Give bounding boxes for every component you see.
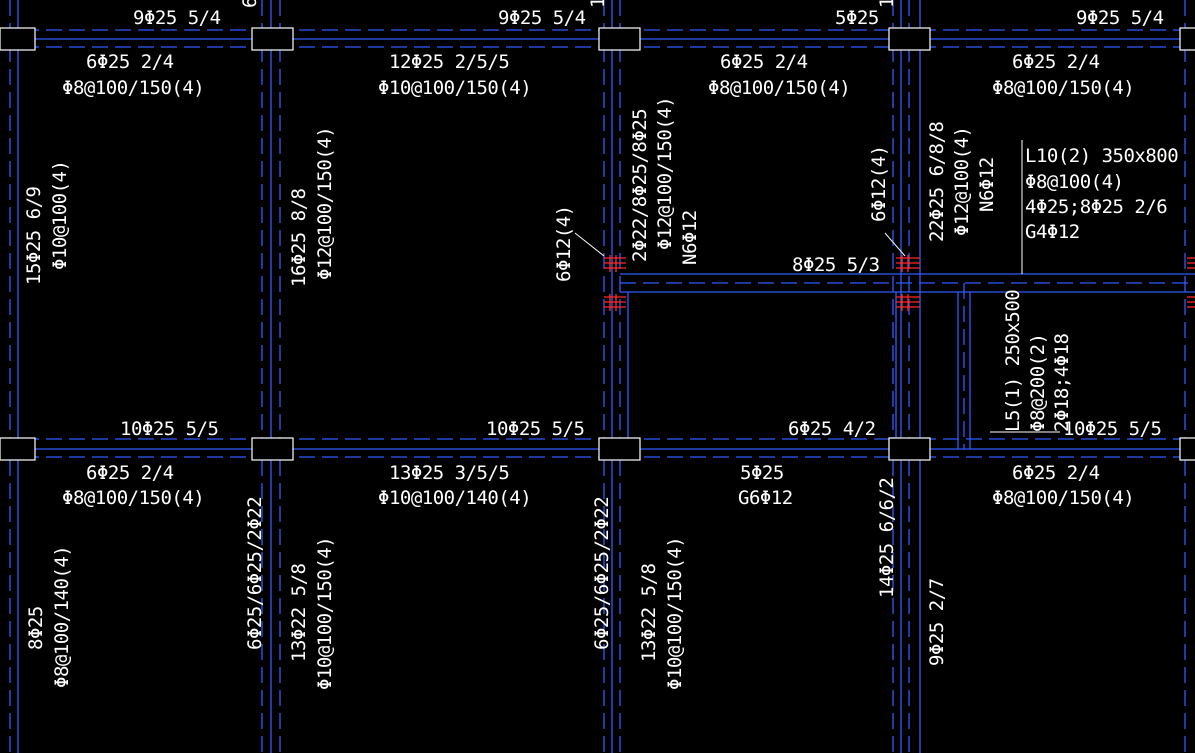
beam-label: G6Φ12 [738, 487, 793, 509]
beam-label: Φ8@100/150(4) [992, 77, 1134, 99]
column [1179, 437, 1195, 461]
column [598, 27, 641, 51]
beam-label: 6Φ25 2/4 [1012, 51, 1100, 73]
beam-label: 10Φ25 5/5 [486, 418, 584, 440]
column-label: Φ10@100(4) [49, 161, 71, 270]
column-label: 13Φ22 5/8 [288, 563, 310, 662]
stirrup-marks [604, 255, 1195, 311]
beam-label: 6Φ25 2/4 [720, 51, 808, 73]
beam-label: 10Φ25 5/5 [1063, 418, 1161, 440]
horizontal-annotations: 9Φ25 5/4 9Φ25 5/4 5Φ25 9Φ25 5/4 6 1 1 6Φ… [62, 0, 1179, 509]
beam-label: 10Φ25 5/5 [120, 418, 218, 440]
leader-lines [574, 140, 1060, 433]
clipped-fragment: 1 [587, 0, 609, 8]
column-label: 13Φ22 5/8 [638, 563, 660, 662]
beam-label: Φ8@100/150(4) [992, 487, 1134, 509]
beam-label: 13Φ25 3/5/5 [389, 462, 509, 484]
top-label-1: 9Φ25 5/4 [133, 7, 221, 29]
column-label: 6Φ25/6Φ25/2Φ22 [244, 497, 266, 650]
beam-label: Φ10@100/150(4) [378, 77, 531, 99]
beam-label: 5Φ25 [740, 462, 784, 484]
column-label: Φ10@100/150(4) [314, 537, 336, 690]
column-label: Φ10@100/150(4) [664, 537, 686, 690]
column-label: Φ12@100/150(4) [654, 97, 676, 250]
beam-label: 6Φ25 2/4 [86, 462, 174, 484]
beam-label: Φ8@100/150(4) [708, 77, 850, 99]
column-label: 16Φ25 8/8 [288, 188, 310, 287]
column-label: 6Φ12(4) [553, 205, 575, 282]
column-label: 6Φ12(4) [868, 145, 890, 222]
beam-label: 6Φ25 4/2 [788, 418, 876, 440]
vertical-annotations: 15Φ25 6/9 Φ10@100(4) 16Φ25 8/8 Φ12@100/1… [23, 97, 1073, 690]
clipped-fragment: 6 [239, 0, 261, 8]
column [598, 437, 641, 461]
column-label: 8Φ25 [25, 606, 47, 650]
beam-label: 8Φ25 5/3 [792, 254, 880, 276]
column [888, 437, 931, 461]
l10-label: G4Φ12 [1025, 221, 1080, 243]
l10-label: Φ8@100(4) [1025, 171, 1123, 193]
vertical-beam-lines [9, 0, 1186, 753]
column-label: Φ8@100/140(4) [51, 546, 73, 688]
beam-label: 6Φ25 2/4 [86, 51, 174, 73]
column-label: 15Φ25 6/9 [23, 186, 45, 285]
beam-label: Φ8@100/150(4) [62, 487, 204, 509]
column [251, 27, 294, 51]
column [0, 27, 36, 51]
horizontal-beam-lines [0, 29, 1195, 458]
column-label: N6Φ12 [976, 157, 998, 212]
column-label: 9Φ25 2/7 [926, 578, 948, 666]
l10-label: 4Φ25;8Φ25 2/6 [1025, 196, 1167, 218]
beam-label: Φ8@100/150(4) [62, 77, 204, 99]
column [251, 437, 294, 461]
column-label: 14Φ25 6/6/2 [876, 478, 898, 598]
l5-label: 2Φ18;4Φ18 [1051, 333, 1073, 432]
columns [0, 27, 1195, 461]
clipped-fragment: 1 [876, 0, 898, 8]
column-label: Φ12@100(4) [951, 127, 973, 236]
beam-label: Φ10@100/140(4) [378, 487, 531, 509]
column [888, 27, 931, 51]
column-label: 22Φ25 6/8/8 [926, 122, 948, 242]
top-label-3: 5Φ25 [835, 7, 879, 29]
top-label-4: 9Φ25 5/4 [1076, 7, 1164, 29]
beam-label: 6Φ25 2/4 [1012, 462, 1100, 484]
l10-label: L10(2) 350x800 [1025, 145, 1178, 167]
column-label: N6Φ12 [679, 210, 701, 265]
l5-label: Φ8@200(2) [1027, 334, 1049, 432]
top-label-2: 9Φ25 5/4 [498, 7, 586, 29]
column-label: 2Φ22/8Φ25/8Φ25 [629, 109, 651, 262]
column-label: 6Φ25/6Φ25/2Φ22 [591, 497, 613, 650]
column-label: Φ12@100/150(4) [314, 127, 336, 280]
column [0, 437, 36, 461]
l5-label: L5(1) 250x500 [1002, 290, 1024, 432]
beam-label: 12Φ25 2/5/5 [389, 51, 509, 73]
column [1179, 27, 1195, 51]
